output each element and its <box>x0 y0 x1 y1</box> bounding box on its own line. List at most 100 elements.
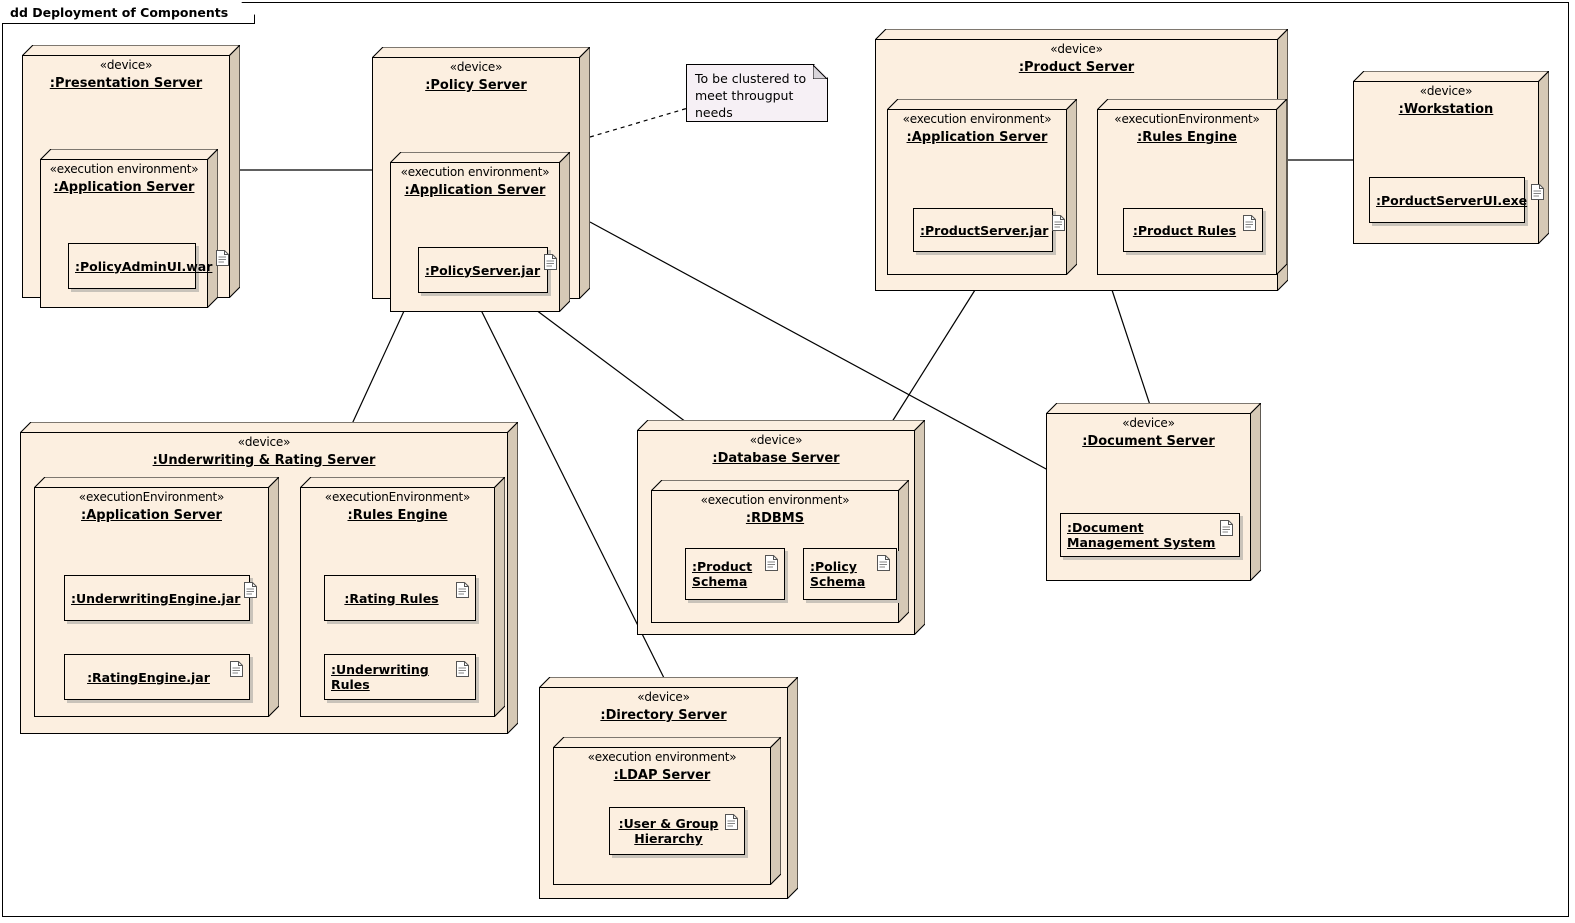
node-name: :Application Server <box>81 507 222 523</box>
document-icon <box>1243 215 1256 231</box>
node-policy-server[interactable]: «device» :Policy Server «execution envir… <box>372 47 590 312</box>
node-database-server[interactable]: «device» :Database Server «execution env… <box>637 420 925 635</box>
node-stereotype: «device» <box>749 433 803 447</box>
node-caption: «device» :Underwriting & Rating Server <box>20 435 508 469</box>
artifact-label: :Product Rules <box>1132 222 1237 238</box>
node-stereotype: «device» <box>449 60 503 74</box>
node-3d-side-face <box>268 477 279 717</box>
document-icon <box>725 814 738 830</box>
node-execution-environment-application-server[interactable]: «execution environment» :Application Ser… <box>887 99 1077 275</box>
node-execution-environment-rules-engine[interactable]: «executionEnvironment» :Rules Engine :Pr… <box>1097 99 1287 275</box>
document-icon <box>1052 215 1066 231</box>
node-stereotype: «device» <box>1122 416 1175 430</box>
node-stereotype: «device» <box>99 58 153 72</box>
artifact-porductserverui-exe[interactable]: :PorductServerUI.exe <box>1369 177 1545 223</box>
node-name: :LDAP Server <box>613 767 711 783</box>
note-clustering[interactable]: To be clustered to meet througput needs <box>686 64 828 122</box>
node-name: :Application Server <box>53 179 195 195</box>
artifact-rating-rules[interactable]: :Rating Rules <box>324 575 476 621</box>
node-document-server[interactable]: «device» :Document Server :Document Mana… <box>1046 403 1261 581</box>
node-caption: «executionEnvironment» :Application Serv… <box>34 490 269 524</box>
node-caption: «device» :Document Server <box>1046 416 1251 450</box>
node-caption: «device» :Workstation <box>1353 84 1539 118</box>
artifact-label: :Product Schema <box>692 559 753 589</box>
node-caption: «execution environment» :RDBMS <box>651 493 899 527</box>
node-caption: «execution environment» :Application Ser… <box>887 112 1067 146</box>
artifact-label: :Rating Rules <box>344 590 439 606</box>
document-icon <box>544 254 558 270</box>
artifact-label: :PolicyAdminUI.war <box>75 258 213 274</box>
node-3d-side-face <box>229 45 240 298</box>
artifact-user-group-hierarchy[interactable]: :User & Group Hierarchy <box>609 807 745 855</box>
node-stereotype: «executionEnvironment» <box>324 490 471 504</box>
node-name: :Presentation Server <box>49 75 203 91</box>
artifact-productserver-jar[interactable]: :ProductServer.jar <box>913 208 1066 252</box>
document-icon <box>456 582 469 598</box>
node-execution-environment-rules-engine[interactable]: «executionEnvironment» :Rules Engine :Ra… <box>300 477 505 717</box>
node-3d-side-face <box>914 420 925 635</box>
node-3d-side-face <box>1276 99 1287 275</box>
node-caption: «execution environment» :Application Ser… <box>390 165 560 199</box>
node-3d-side-face <box>770 737 781 885</box>
node-execution-environment-rdbms[interactable]: «execution environment» :RDBMS :Product … <box>651 480 909 623</box>
node-execution-environment-application-server[interactable]: «execution environment» :Application Ser… <box>40 149 230 308</box>
document-icon <box>765 555 778 571</box>
node-stereotype: «device» <box>1050 42 1103 56</box>
node-workstation[interactable]: «device» :Workstation :PorductServerUI.e… <box>1353 71 1549 244</box>
node-3d-side-face <box>898 480 909 623</box>
node-3d-side-face <box>579 47 590 299</box>
note-text: To be clustered to meet througput needs <box>695 71 807 120</box>
artifact-product-schema[interactable]: :Product Schema <box>685 548 785 600</box>
node-stereotype: «execution environment» <box>700 493 850 507</box>
artifact-label: :PolicyServer.jar <box>425 262 541 278</box>
node-3d-side-face <box>1066 99 1077 275</box>
node-name: :Underwriting & Rating Server <box>152 452 376 468</box>
node-stereotype: «device» <box>637 690 690 704</box>
artifact-label: :RatingEngine.jar <box>87 669 210 685</box>
node-name: :Database Server <box>712 450 840 466</box>
node-name: :Rules Engine <box>347 507 448 523</box>
node-execution-environment-application-server[interactable]: «execution environment» :Application Ser… <box>390 152 570 312</box>
node-execution-environment-application-server[interactable]: «executionEnvironment» :Application Serv… <box>34 477 279 717</box>
node-caption: «device» :Directory Server <box>539 690 788 724</box>
artifact-document-management-system[interactable]: :Document Management System <box>1060 513 1240 557</box>
artifact-label: :Underwriting Rules <box>331 662 429 692</box>
artifact-underwriting-rules[interactable]: :Underwriting Rules <box>324 654 476 700</box>
artifact-ratingengine-jar[interactable]: :RatingEngine.jar <box>64 654 250 700</box>
node-stereotype: «executionEnvironment» <box>1114 112 1260 126</box>
artifact-label: :PorductServerUI.exe <box>1376 192 1528 208</box>
node-caption: «executionEnvironment» :Rules Engine <box>300 490 495 524</box>
document-icon <box>877 555 890 571</box>
artifact-product-rules[interactable]: :Product Rules <box>1123 208 1263 252</box>
node-caption: «device» :Product Server <box>875 42 1278 76</box>
artifact-policyadminui-war[interactable]: :PolicyAdminUI.war <box>68 243 230 289</box>
node-execution-environment-ldap-server[interactable]: «execution environment» :LDAP Server :Us… <box>553 737 781 885</box>
node-underwriting-rating-server[interactable]: «device» :Underwriting & Rating Server «… <box>20 422 518 734</box>
node-stereotype: «execution environment» <box>49 162 199 176</box>
node-name: :Application Server <box>404 182 546 198</box>
node-directory-server[interactable]: «device» :Directory Server «execution en… <box>539 677 798 899</box>
document-icon <box>244 582 258 598</box>
artifact-label: :UnderwritingEngine.jar <box>71 590 241 606</box>
node-3d-side-face <box>207 149 218 308</box>
artifact-underwritingengine-jar[interactable]: :UnderwritingEngine.jar <box>64 575 258 621</box>
node-3d-side-face <box>559 152 570 312</box>
node-presentation-server[interactable]: «device» :Presentation Server «execution… <box>22 45 240 308</box>
document-icon <box>1220 520 1233 536</box>
node-name: :Directory Server <box>600 707 727 723</box>
artifact-policy-schema[interactable]: :Policy Schema <box>803 548 897 600</box>
node-stereotype: «execution environment» <box>902 112 1052 126</box>
document-icon <box>1531 184 1545 200</box>
node-name: :RDBMS <box>745 510 805 526</box>
artifact-label: :Policy Schema <box>810 559 866 589</box>
node-stereotype: «device» <box>1419 84 1473 98</box>
node-stereotype: «executionEnvironment» <box>78 490 225 504</box>
node-caption: «executionEnvironment» :Rules Engine <box>1097 112 1277 146</box>
node-name: :Rules Engine <box>1137 129 1237 145</box>
node-product-server[interactable]: «device» :Product Server «execution envi… <box>875 29 1288 291</box>
node-stereotype: «device» <box>237 435 291 449</box>
artifact-policyserver-jar[interactable]: :PolicyServer.jar <box>418 247 558 293</box>
node-name: :Product Server <box>1018 59 1135 75</box>
